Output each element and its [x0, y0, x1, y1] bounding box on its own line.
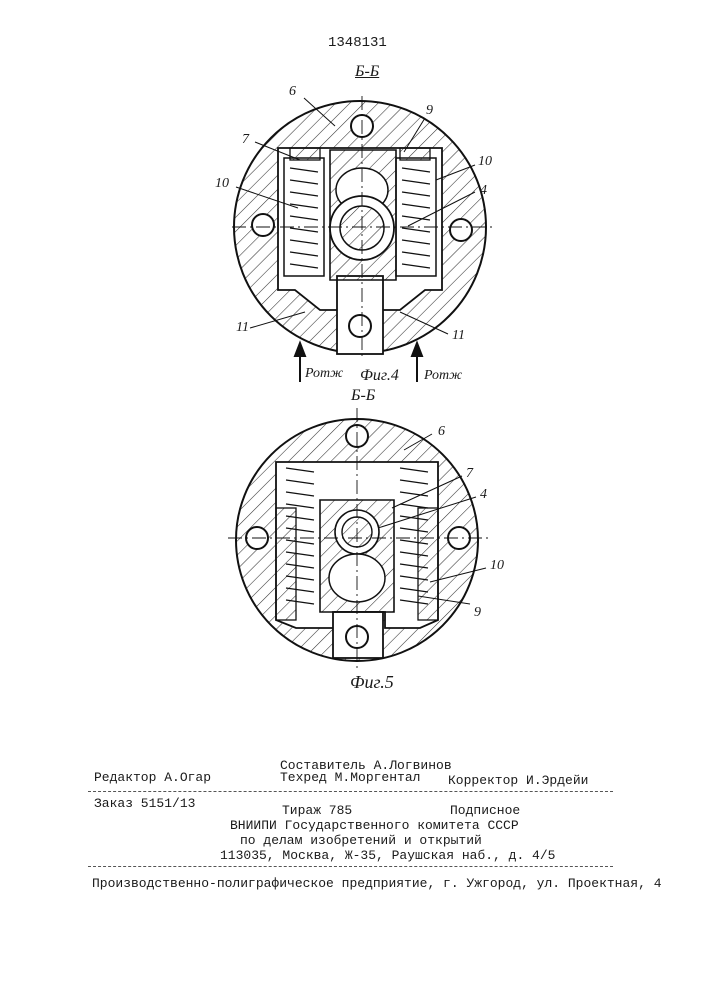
- fig4-section-label: Б-Б: [355, 64, 379, 80]
- fig4-label-10-right: 10: [478, 154, 492, 170]
- fig4-label-11-left: 11: [236, 320, 249, 336]
- fig4-force-left: Ротж: [305, 366, 343, 382]
- subscription: Подписное: [450, 803, 520, 818]
- corrector: Корректор И.Эрдейи: [448, 773, 588, 788]
- fig5-section-label: Б-Б: [351, 388, 375, 404]
- fig5-label-9: 9: [474, 605, 481, 621]
- fig5-caption: Фиг.5: [350, 674, 394, 690]
- fig5-label-10: 10: [490, 558, 504, 574]
- institute: ВНИИПИ Государственного комитета СССР: [230, 818, 519, 833]
- divider-1: [88, 791, 613, 792]
- fig5-label-4: 4: [480, 487, 487, 503]
- figure-5-drawing: [228, 408, 490, 668]
- address: 113035, Москва, Ж-35, Раушская наб., д. …: [220, 848, 555, 863]
- order: Заказ 5151/13: [94, 796, 195, 811]
- editor: Редактор А.Огар: [94, 770, 211, 785]
- techred: Техред М.Моргентал: [280, 770, 420, 785]
- fig4-label-11-right: 11: [452, 328, 465, 344]
- fig4-label-9: 9: [426, 103, 433, 119]
- divider-2: [88, 866, 613, 867]
- fig4-force-right: Ротж: [424, 368, 462, 384]
- fig4-label-6: 6: [289, 84, 296, 100]
- institute-line2: по делам изобретений и открытий: [240, 833, 482, 848]
- fig4-label-10-left: 10: [215, 176, 229, 192]
- fig5-label-6: 6: [438, 424, 445, 440]
- circulation: Тираж 785: [282, 803, 352, 818]
- printer: Производственно-полиграфическое предприя…: [92, 876, 662, 891]
- fig4-label-4: 4: [480, 183, 487, 199]
- fig4-label-7: 7: [242, 132, 249, 148]
- fig4-caption: Фиг.4: [360, 368, 399, 384]
- fig5-label-7: 7: [466, 466, 473, 482]
